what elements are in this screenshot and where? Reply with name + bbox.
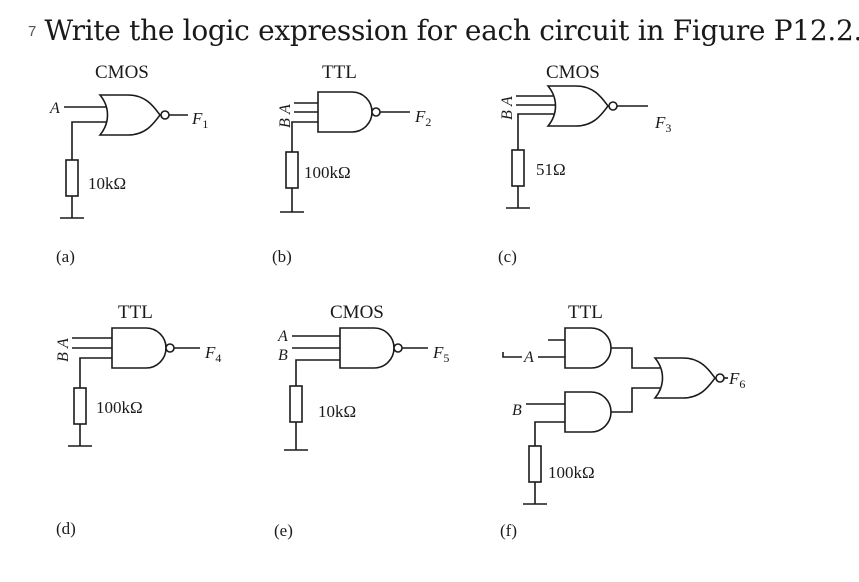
subfigure-label-a: (a) xyxy=(56,247,75,266)
nor-gate-a xyxy=(99,94,161,136)
circuit-a: CMOS A 10kΩ F1 (a) xyxy=(49,62,208,266)
inversion-bubble-f xyxy=(715,373,725,383)
technology-label-f: TTL xyxy=(568,302,603,323)
inversion-bubble-e xyxy=(393,343,403,353)
output-label-f: F6 xyxy=(728,369,745,391)
nand-gate-b xyxy=(317,91,373,133)
circuit-c: CMOS A B 51Ω F3 (c) xyxy=(498,62,671,266)
subfigure-label-b: (b) xyxy=(272,247,292,266)
and-gate-f-bottom xyxy=(564,391,612,433)
circuit-b: TTL A B 100kΩ F2 (b) xyxy=(272,62,431,266)
resistor-value-b: 100kΩ xyxy=(304,163,351,182)
resistor-b xyxy=(285,151,299,189)
technology-label-b: TTL xyxy=(322,62,357,83)
inversion-bubble-b xyxy=(371,107,381,117)
input-a-c: A xyxy=(499,96,516,107)
resistor-value-a: 10kΩ xyxy=(88,174,126,193)
nor-gate-c xyxy=(547,85,609,127)
circuit-f: TTL F6 A B 100kΩ (f) xyxy=(500,302,745,540)
technology-label-a: CMOS xyxy=(95,62,149,83)
question-text: Write the logic expression for each circ… xyxy=(44,14,859,47)
input-b-f: B xyxy=(512,402,522,419)
inversion-bubble-a xyxy=(160,110,170,120)
input-b-c: B xyxy=(499,110,516,120)
output-label-e: F5 xyxy=(432,343,449,365)
resistor-value-f: 100kΩ xyxy=(548,463,595,482)
input-a-e: A xyxy=(277,328,288,345)
resistor-f xyxy=(528,445,542,483)
input-b-d: B xyxy=(55,352,72,362)
nor-gate-f xyxy=(654,357,716,399)
nand-gate-d xyxy=(111,327,167,369)
subfigure-label-f: (f) xyxy=(500,521,517,540)
output-label-a: F1 xyxy=(191,109,208,131)
output-label-d: F4 xyxy=(204,343,221,365)
input-a-a: A xyxy=(49,100,60,117)
input-a-f: A xyxy=(523,349,534,366)
input-b-b: B xyxy=(277,118,294,128)
output-label-b: F2 xyxy=(414,107,431,129)
resistor-value-c: 51Ω xyxy=(536,160,566,179)
resistor-d xyxy=(73,387,87,425)
resistor-a xyxy=(65,159,79,197)
question-header: 7 Write the logic expression for each cir… xyxy=(28,14,859,47)
circuit-e: CMOS A B 10kΩ F5 (e) xyxy=(274,302,449,540)
resistor-value-d: 100kΩ xyxy=(96,398,143,417)
resistor-value-e: 10kΩ xyxy=(318,402,356,421)
input-a-b: A xyxy=(277,104,294,115)
inversion-bubble-d xyxy=(165,343,175,353)
circuit-d: TTL A B 100kΩ F4 (d) xyxy=(55,302,221,538)
question-number: 7 xyxy=(28,23,37,40)
resistor-e xyxy=(289,385,303,423)
technology-label-e: CMOS xyxy=(330,302,384,323)
input-a-d: A xyxy=(55,338,72,349)
and-gate-f-top xyxy=(564,327,612,369)
nand-gate-e xyxy=(339,327,395,369)
subfigure-label-c: (c) xyxy=(498,247,517,266)
technology-label-c: CMOS xyxy=(546,62,600,83)
technology-label-d: TTL xyxy=(118,302,153,323)
resistor-c xyxy=(511,149,525,187)
subfigure-label-d: (d) xyxy=(56,519,76,538)
inversion-bubble-c xyxy=(608,101,618,111)
subfigure-label-e: (e) xyxy=(274,521,293,540)
input-b-e: B xyxy=(278,347,288,364)
output-label-c: F3 xyxy=(654,113,671,135)
